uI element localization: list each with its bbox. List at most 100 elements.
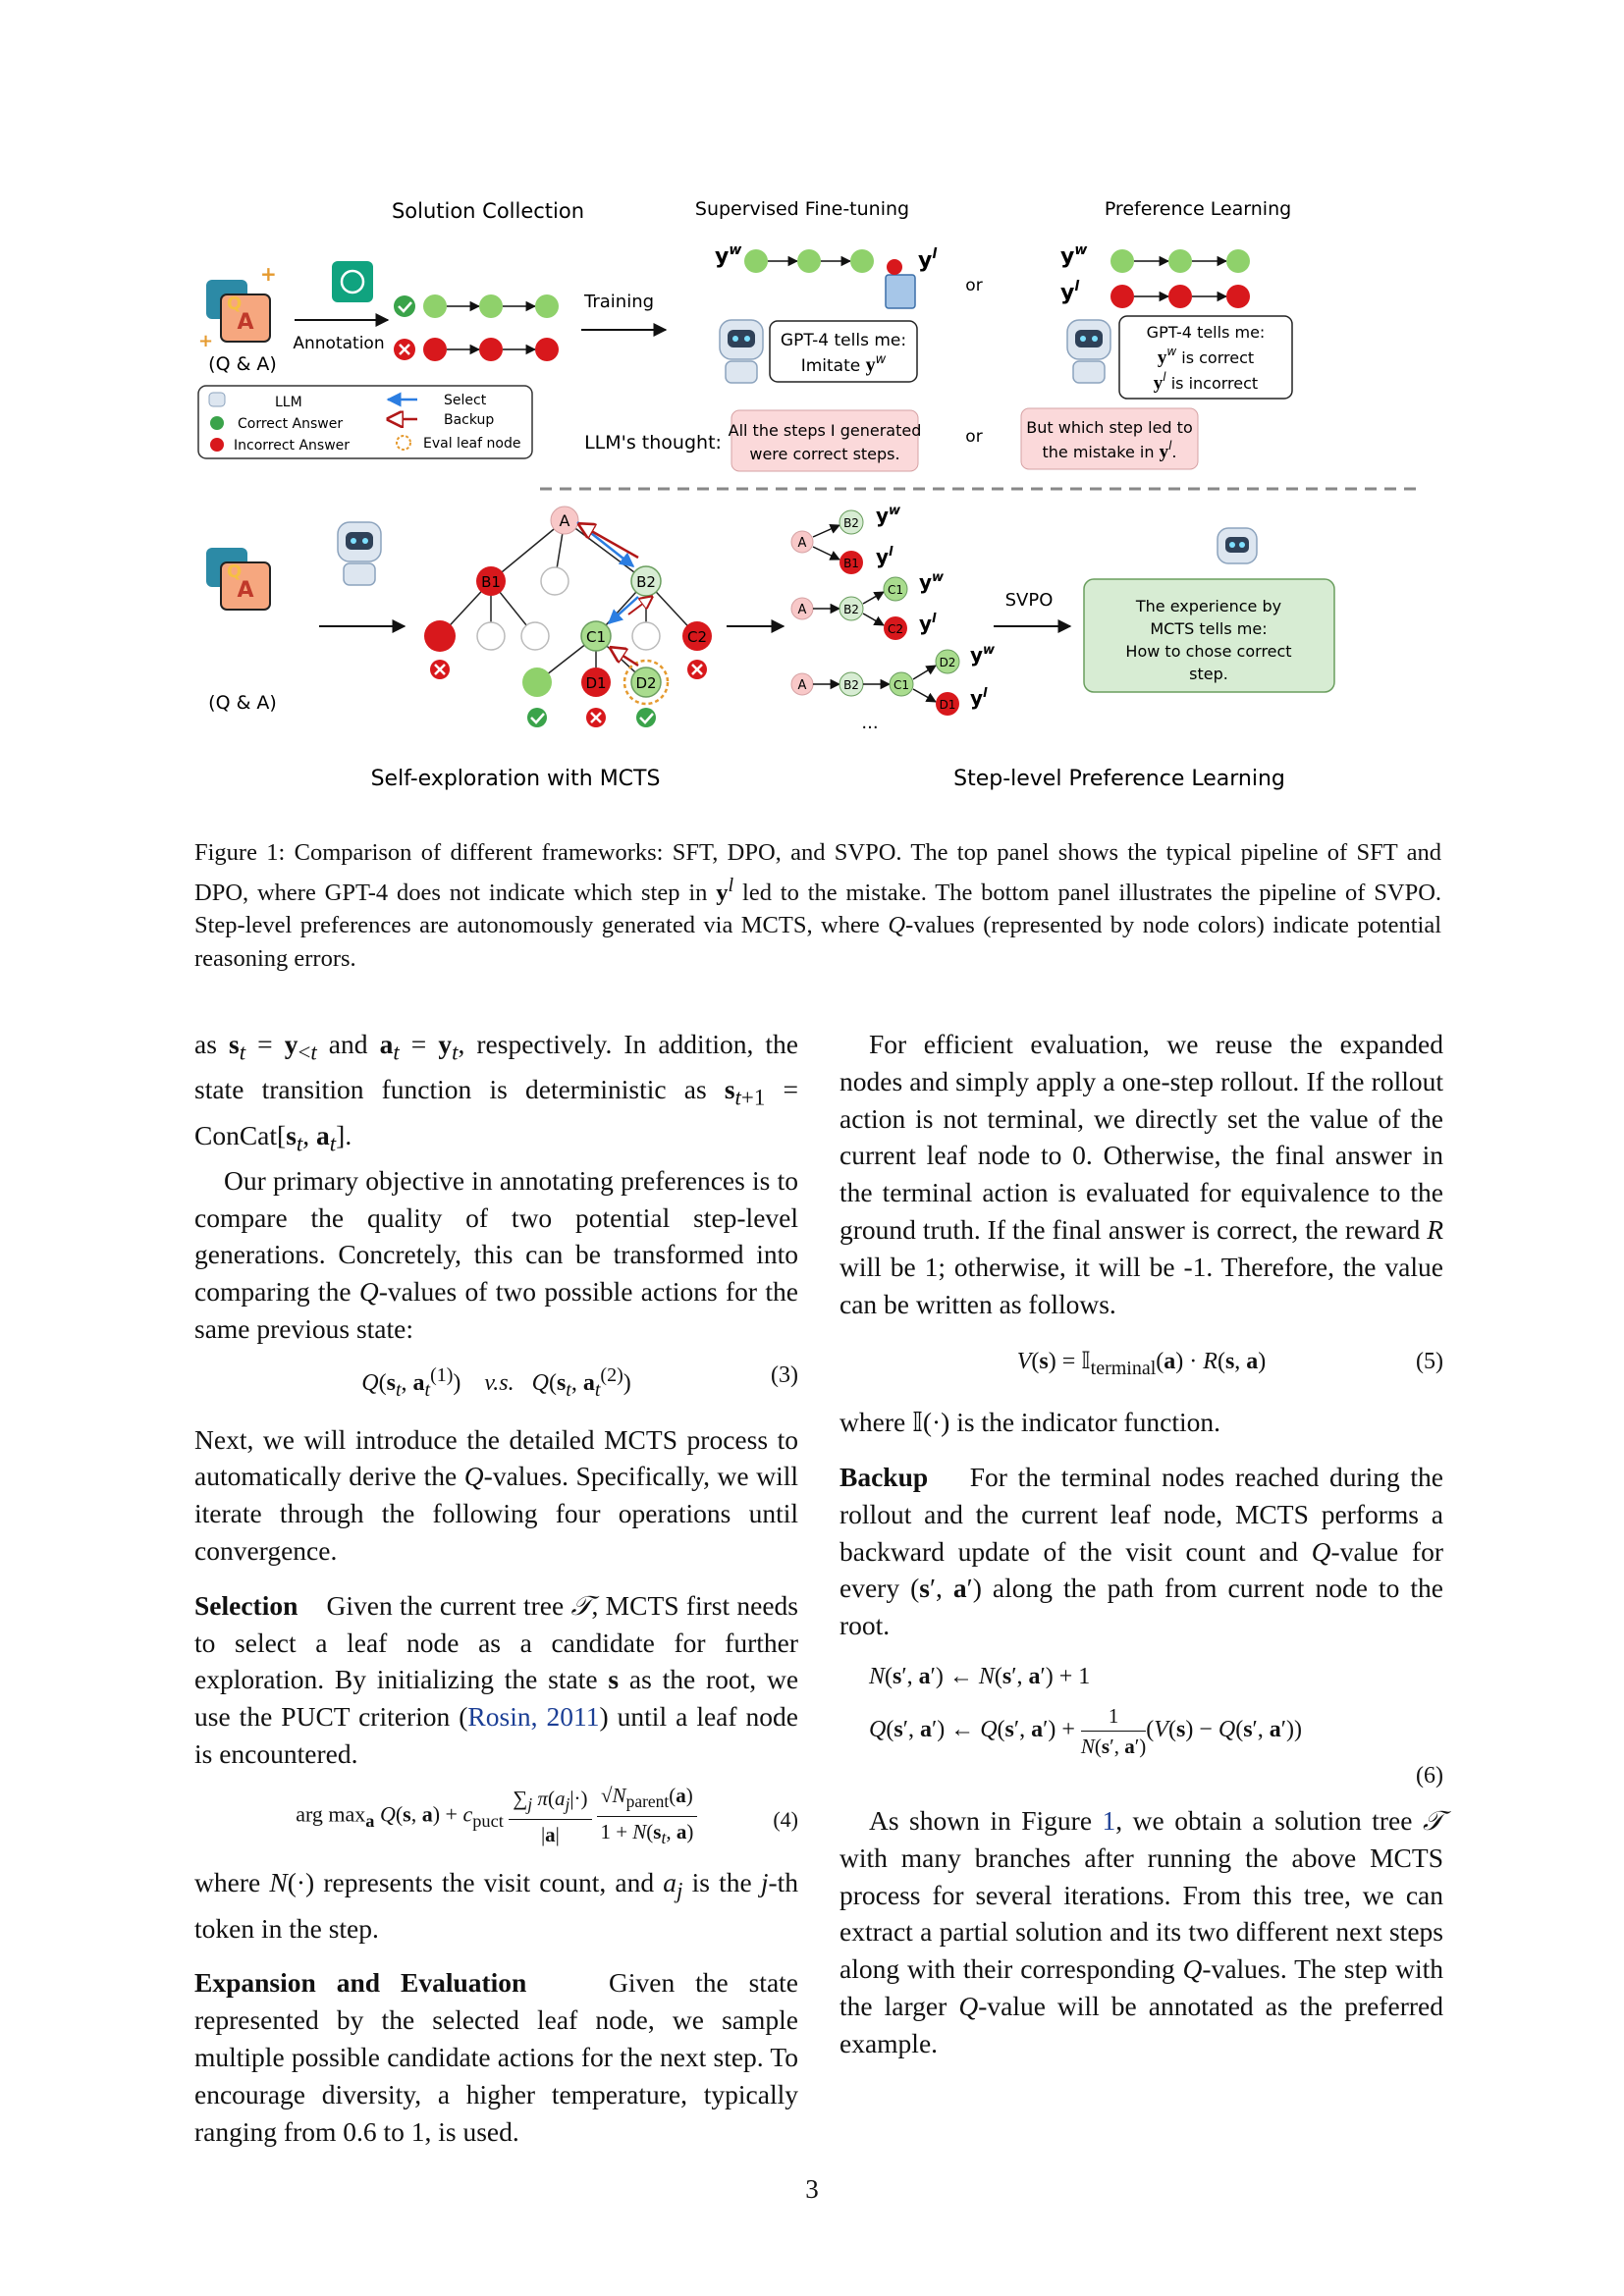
legend-llm: LLM: [275, 395, 302, 410]
svg-text:the mistake in yl.: the mistake in yl.: [1042, 439, 1176, 462]
right-para-backup: Backup For the terminal nodes reached du…: [839, 1461, 1444, 1641]
pair-2: A B2 C1 C2 yw yl: [790, 570, 945, 640]
svg-text:A: A: [560, 511, 570, 530]
svg-text:C1: C1: [586, 628, 606, 646]
svg-text:Q: Q: [227, 561, 242, 582]
right-para-1: For efficient evaluation, we reuse the e…: [839, 1029, 1443, 1319]
svg-text:D1: D1: [585, 674, 606, 692]
svg-text:B2: B2: [636, 573, 656, 591]
incorrect-chain: [394, 338, 559, 361]
backup-arrow-1: [579, 524, 639, 560]
equation-6: N(s′, a′) ← N(s′, a′) + 1 Q(s′, a′) ← Q(…: [869, 1663, 1443, 1789]
left-para-1: as st = y<t and at = yt, respectively. I…: [194, 1029, 799, 1156]
svg-text:B2: B2: [843, 516, 859, 530]
legend-box: [197, 385, 533, 459]
figure-svg: Solution Collection Q A + + (Q & A) Anno…: [197, 198, 1424, 791]
svg-text:A: A: [237, 578, 253, 603]
svpo-label: SVPO: [1005, 590, 1054, 611]
left-para-expansion: Expansion and Evaluation Given the state…: [194, 1967, 798, 2147]
svg-text:yl: yl: [919, 612, 937, 635]
svg-text:+: +: [260, 262, 277, 286]
robot-icon-svpo: [1217, 527, 1258, 564]
svg-text:Q: Q: [227, 294, 242, 314]
svg-text:were correct steps.: were correct steps.: [749, 445, 899, 463]
citation-rosin[interactable]: Rosin, 2011: [467, 1701, 600, 1733]
or-label-1: or: [965, 276, 982, 295]
pref-yw-correct: yw is correct: [1158, 345, 1254, 368]
svg-text:yw: yw: [1060, 242, 1087, 269]
robot-icon-sft: [719, 319, 764, 384]
qa-icon-bottom: Q A: [206, 548, 271, 611]
equation-5: V(s) = 𝕀terminal(a) · R(s, a) (5): [1016, 1349, 1443, 1380]
llm-thought-label: LLM's thought:: [584, 432, 722, 454]
svg-text:D2: D2: [635, 674, 656, 692]
svg-text:All the steps I generated: All the steps I generated: [729, 421, 922, 440]
svg-text:D2: D2: [940, 656, 956, 669]
pairs-ellipsis: ...: [861, 713, 878, 733]
svg-text:C1: C1: [893, 678, 909, 692]
svg-text:yw: yw: [919, 570, 945, 594]
legend-robot-icon: [208, 392, 226, 407]
node-D1: [581, 667, 611, 697]
svg-text:yw: yw: [715, 242, 741, 269]
node-B1: [476, 566, 506, 596]
mcts-tree: [439, 519, 698, 683]
left-para-2: Our primary objective in annotating pref…: [194, 1164, 799, 1345]
node-empty-c2: [520, 621, 550, 651]
mcts-title: Self-exploration with MCTS: [371, 767, 661, 791]
figure-ref[interactable]: 1: [1102, 1804, 1116, 1836]
left-column: as st = y<t and at = yt, respectively. I…: [194, 1026, 798, 2150]
node-leaf-red: [424, 620, 456, 652]
backup-arrow-2: [611, 648, 639, 667]
svg-text:A: A: [798, 536, 807, 551]
node-A: [550, 506, 579, 535]
pref-yl-incorrect: yl is incorrect: [1154, 370, 1258, 394]
check-icon-1: [527, 708, 547, 727]
pref-yw-chain: yw: [1060, 242, 1250, 273]
eval-leaf-ring: [623, 659, 670, 706]
svg-text:yw: yw: [876, 504, 901, 527]
svg-text:yl: yl: [876, 545, 893, 568]
svg-text:B2: B2: [843, 603, 859, 616]
svg-text:B1: B1: [843, 557, 859, 570]
node-empty-b: [540, 566, 569, 596]
gpt-logo-icon: [332, 261, 373, 302]
svg-text:The experience by: The experience by: [1135, 597, 1281, 615]
sft-gpt-tells: GPT-4 tells me:: [781, 331, 906, 350]
svg-text:C2: C2: [888, 622, 903, 636]
svg-text:D1: D1: [940, 698, 956, 712]
legend-incorrect: Incorrect Answer: [234, 438, 350, 454]
right-para-2: where 𝕀(·) is the indicator function.: [839, 1407, 1221, 1438]
pref-yl-chain: yl: [1060, 279, 1250, 308]
equation-3: Q(st, at(1)) v.s. Q(st, at(2)) (3): [361, 1362, 798, 1401]
qa-label-top: (Q & A): [208, 353, 277, 375]
correct-chain: [394, 294, 559, 318]
svg-text:yl: yl: [918, 246, 937, 273]
node-empty-c3: [631, 621, 661, 651]
left-para-selection: Selection Given the current tree 𝒯, MCTS…: [194, 1589, 799, 1770]
thought-box-pref: [1020, 407, 1199, 470]
selection-heading: Selection: [194, 1589, 298, 1621]
annotation-label: Annotation: [293, 334, 384, 353]
node-D2: [630, 667, 662, 698]
legend-eval: Eval leaf node: [423, 436, 520, 452]
figure-caption: Figure 1: Comparison of different framew…: [194, 839, 1442, 972]
caption-label: Figure 1:: [194, 839, 286, 866]
svg-text:A: A: [237, 310, 253, 335]
svg-text:B1: B1: [481, 573, 501, 591]
sft-title: Supervised Fine-tuning: [695, 198, 909, 220]
svg-text:B2: B2: [843, 678, 859, 692]
svg-text:step.: step.: [1189, 665, 1228, 683]
step-pref-title: Step-level Preference Learning: [953, 767, 1285, 791]
legend-cross-icon: [210, 438, 224, 452]
legend-correct: Correct Answer: [238, 416, 343, 432]
svg-text:C2: C2: [687, 628, 707, 646]
qa-label-bottom: (Q & A): [208, 692, 277, 714]
or-label-2: or: [965, 427, 982, 447]
legend-eval-icon: [396, 435, 411, 451]
figure-1: Solution Collection Q A + + (Q & A) Anno…: [177, 187, 1453, 825]
sft-yw-chain: yw: [715, 242, 874, 273]
pref-gpt-tells: GPT-4 tells me:: [1147, 323, 1266, 342]
right-column: For efficient evaluation, we reuse the e…: [839, 1026, 1443, 2062]
svg-text:A: A: [798, 603, 807, 617]
